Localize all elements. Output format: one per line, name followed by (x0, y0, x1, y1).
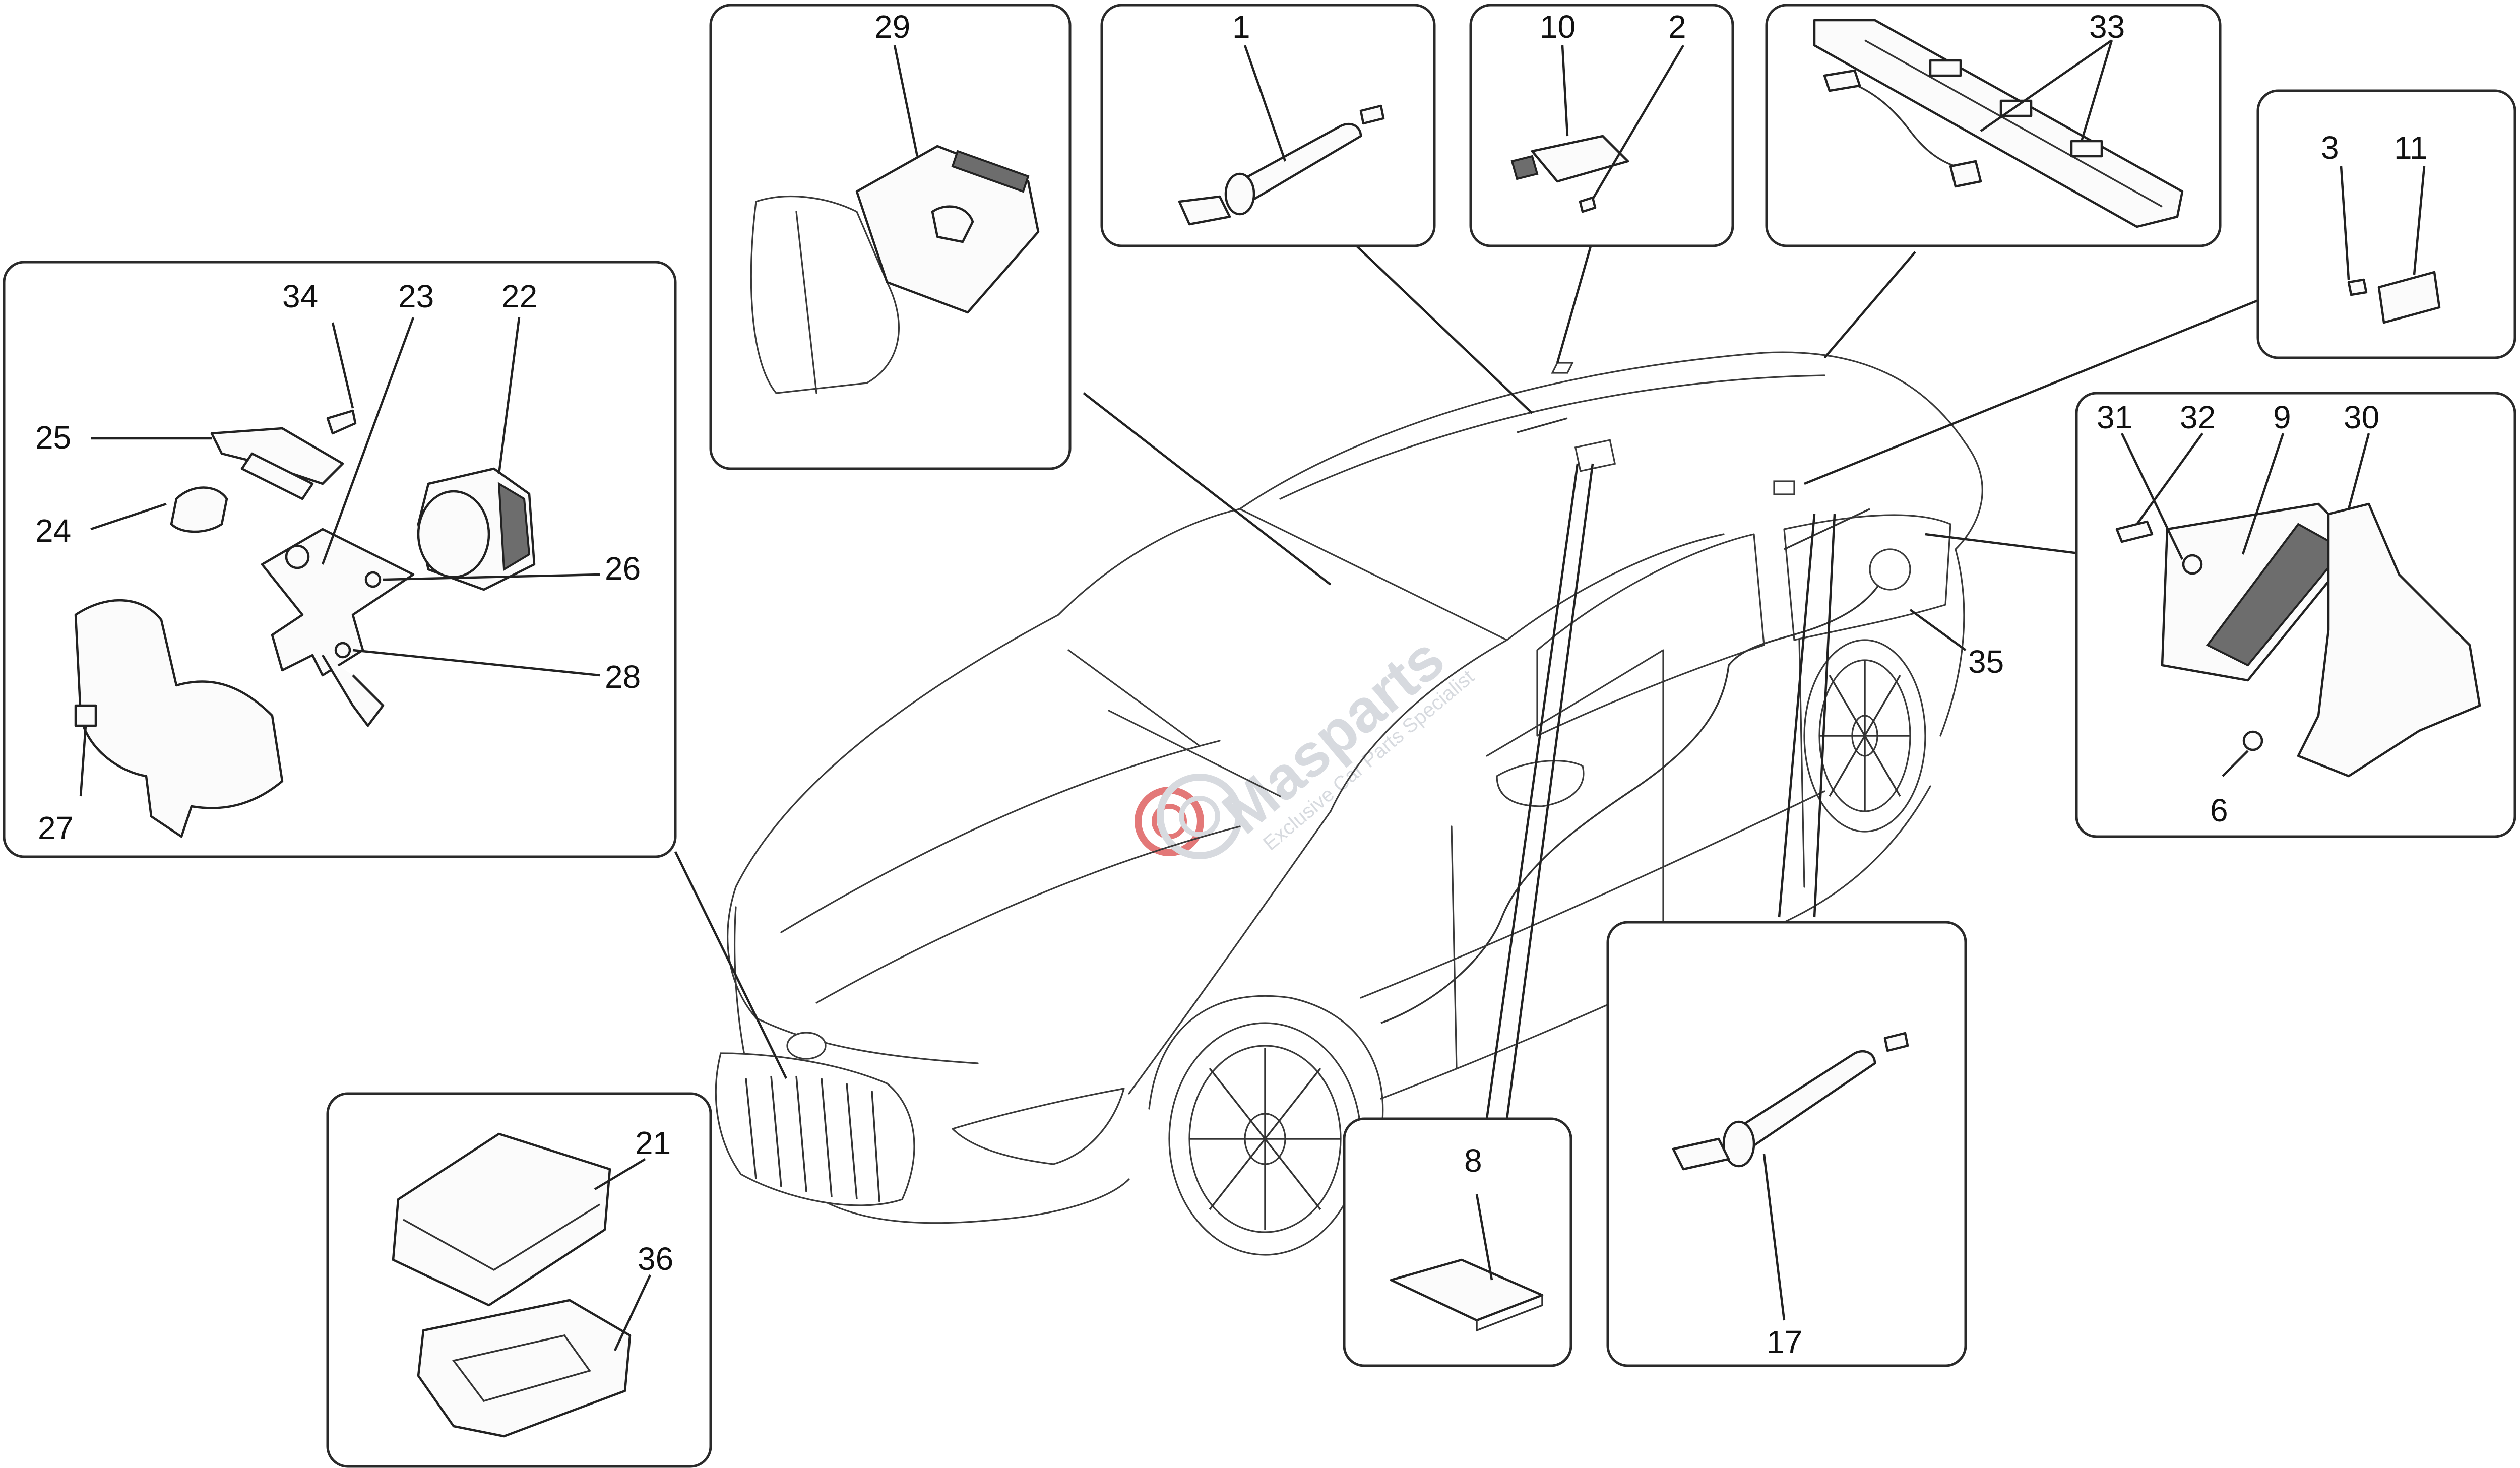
callout-22: 22 (501, 278, 537, 314)
panel-card-8: 8 (1343, 1117, 1572, 1367)
grille-bars (745, 1075, 880, 1202)
callout-31: 31 (2097, 399, 2132, 435)
panel-driver-assist-sensor: 34 23 22 25 24 26 28 27 (3, 261, 677, 858)
callout-23: 23 (398, 278, 434, 314)
callout-36: 36 (638, 1241, 673, 1277)
harness-details (1864, 39, 2163, 208)
callout-11: 11 (2394, 130, 2427, 166)
panel-roof-antenna: 1 (1100, 4, 1436, 247)
front-wheel-spokes (1189, 1048, 1341, 1230)
callout-2: 2 (1668, 9, 1686, 45)
callout-25: 25 (35, 419, 71, 456)
watermark-name: Masparts (1210, 624, 1457, 847)
watermark-logo-icon (1135, 774, 1242, 859)
callout-10: 10 (1540, 9, 1576, 45)
callout-32: 32 (2180, 399, 2216, 435)
callout-33: 33 (2089, 9, 2125, 45)
callout-1: 1 (1232, 9, 1250, 45)
callout-26: 26 (605, 550, 641, 587)
callout-8: 8 (1464, 1142, 1482, 1179)
callout-3: 3 (2321, 130, 2339, 166)
panel-module-11: 3 11 (2256, 89, 2516, 359)
car-body-outline (715, 351, 1983, 1256)
callout-35: 35 (1968, 644, 2004, 680)
callout-9: 9 (2273, 399, 2291, 435)
callout-29: 29 (874, 9, 910, 45)
panel-antenna-17: 17 (1606, 921, 1967, 1367)
callout-21: 21 (635, 1125, 671, 1161)
callout-34: 34 (282, 278, 318, 314)
callout-30: 30 (2344, 399, 2379, 435)
panel-roof-harness: 33 (1765, 4, 2222, 247)
panel-control-unit-21: 21 36 (326, 1092, 712, 1468)
panel-roof-sensor: 10 2 (1469, 4, 1734, 247)
panel-rear-view-mirror: 29 (709, 4, 1072, 470)
panel-control-unit-9: 31 32 9 30 6 (2075, 392, 2516, 838)
callout-27: 27 (38, 810, 74, 846)
callout-28: 28 (605, 659, 641, 695)
callout-6: 6 (2210, 792, 2228, 828)
callout-24: 24 (35, 513, 71, 549)
rear-wheel-spokes (1819, 660, 1910, 811)
callout-17: 17 (1767, 1324, 1802, 1360)
